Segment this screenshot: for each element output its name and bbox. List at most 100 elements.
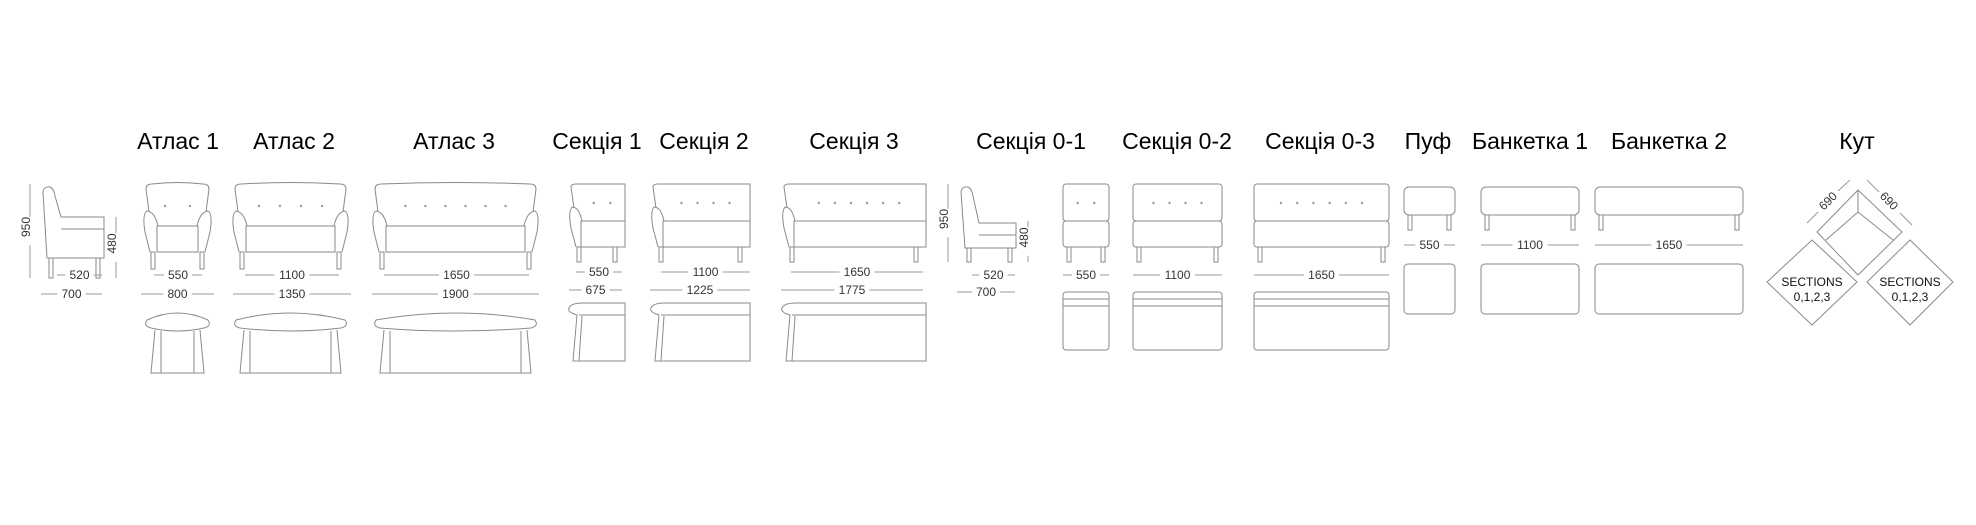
seat-cushion xyxy=(580,220,626,248)
top-view-outline xyxy=(1253,291,1390,351)
button-tuft xyxy=(1200,201,1203,205)
button-tuft xyxy=(849,201,853,205)
top-view-back-lines xyxy=(1133,298,1222,307)
width-dimension: 550 xyxy=(168,268,188,282)
width-dimension: 550 xyxy=(1419,238,1439,252)
sofa-back xyxy=(145,182,210,213)
button-tuft xyxy=(484,204,487,208)
width-dimension: 550 xyxy=(589,265,609,279)
left-armrest xyxy=(569,206,583,248)
leg xyxy=(658,246,664,263)
button-tuft xyxy=(680,201,683,205)
corner-dim-left: 690 xyxy=(1816,189,1840,213)
overall-width-dimension: 1225 xyxy=(687,283,714,297)
seat-cushion xyxy=(156,225,199,253)
bench-top-view xyxy=(1480,263,1580,315)
button-tuft xyxy=(1296,201,1299,205)
corner-dim-line xyxy=(1899,212,1913,226)
top-view-back-lines xyxy=(1063,298,1109,307)
leg xyxy=(1213,246,1219,263)
button-tuft xyxy=(163,204,167,208)
bench-front xyxy=(1594,186,1744,216)
right-armrest xyxy=(333,210,349,253)
button-tuft xyxy=(424,204,427,208)
button-tuft xyxy=(1279,201,1283,205)
width-dimension: 1100 xyxy=(1517,238,1543,252)
leg xyxy=(199,251,205,270)
button-tuft xyxy=(1168,201,1171,205)
title-atlas-3: Атлас 3 xyxy=(413,128,495,154)
overall-width-dimension: 1350 xyxy=(279,287,306,301)
titles: Атлас 1 Атлас 2 Атлас 3 Секція 1 Секція … xyxy=(137,128,1875,154)
leg xyxy=(966,247,972,263)
leg xyxy=(612,246,618,263)
side-view-outline xyxy=(42,186,105,259)
title-atlas-2: Атлас 2 xyxy=(253,128,335,154)
button-tuft xyxy=(504,204,507,208)
left-armrest xyxy=(782,206,796,248)
leg xyxy=(1484,214,1490,231)
overall-width-dimension: 1900 xyxy=(442,287,469,301)
leg xyxy=(1446,214,1452,231)
button-tuft xyxy=(833,201,837,205)
seat-cushion xyxy=(1253,220,1390,248)
leg xyxy=(1407,214,1413,231)
button-tuft xyxy=(592,201,595,205)
side-view-outline xyxy=(960,186,1017,249)
top-view-back xyxy=(374,312,537,332)
width-dimension: 1650 xyxy=(1308,268,1335,282)
width-dimension: 1100 xyxy=(693,265,719,279)
seat-depth-dimension: 520 xyxy=(69,268,89,282)
button-tuft xyxy=(404,204,407,208)
corner-section-shape xyxy=(1816,189,1903,276)
title-corner: Кут xyxy=(1839,128,1875,154)
top-view-arms xyxy=(160,331,195,373)
right-section-diamond xyxy=(1866,239,1954,326)
corner-drawing: SECTIONS 0,1,2,3 SECTIONS 0,1,2,3 690 69… xyxy=(1766,179,1954,326)
width-dimension: 1650 xyxy=(443,268,470,282)
button-tuft xyxy=(188,204,192,208)
width-dimension: 1650 xyxy=(844,265,871,279)
button-tuft xyxy=(865,201,869,205)
width-dimension: 1100 xyxy=(1165,268,1191,282)
seat-height-dimension: 480 xyxy=(105,233,119,253)
title-section-0-3: Секція 0-3 xyxy=(1265,128,1375,154)
button-tuft xyxy=(278,204,282,208)
section-back xyxy=(783,183,927,221)
button-tuft xyxy=(1093,201,1096,205)
leg xyxy=(1257,246,1263,263)
corner-dim-line xyxy=(1806,211,1819,224)
leg xyxy=(1100,246,1106,263)
title-bench-2: Банкетка 2 xyxy=(1611,128,1727,154)
bench-top-view xyxy=(1403,263,1456,315)
bench-front xyxy=(1480,186,1580,216)
bench-front xyxy=(1403,186,1456,216)
top-view-arms xyxy=(249,331,332,373)
seat-cushion xyxy=(793,220,927,248)
top-view-seat xyxy=(239,329,342,374)
button-tuft xyxy=(464,204,467,208)
dimensions: 9504805207005508001100135016501900550675… xyxy=(19,184,1743,301)
leg xyxy=(95,257,101,279)
left-sections-label: SECTIONS xyxy=(1781,275,1842,289)
top-view-seat xyxy=(150,329,205,374)
top-view-outline xyxy=(568,302,626,362)
title-section-1: Секція 1 xyxy=(552,128,641,154)
top-view-back-lines xyxy=(1254,298,1389,307)
left-sections-values: 0,1,2,3 xyxy=(1794,290,1831,304)
button-tuft xyxy=(728,201,731,205)
corner-dim-right: 690 xyxy=(1877,189,1901,213)
top-view-outline xyxy=(781,302,927,362)
top-view-detail xyxy=(578,314,625,362)
title-bench-1: Банкетка 1 xyxy=(1472,128,1588,154)
leg xyxy=(239,251,245,270)
button-tuft xyxy=(1344,201,1348,205)
button-tuft xyxy=(1184,201,1187,205)
leg xyxy=(379,251,385,270)
leg xyxy=(789,246,795,263)
seat-cushion xyxy=(245,225,336,253)
seat-cushion xyxy=(1062,220,1110,248)
seat-height-dimension: 480 xyxy=(1017,227,1031,247)
top-view-back xyxy=(145,312,210,332)
